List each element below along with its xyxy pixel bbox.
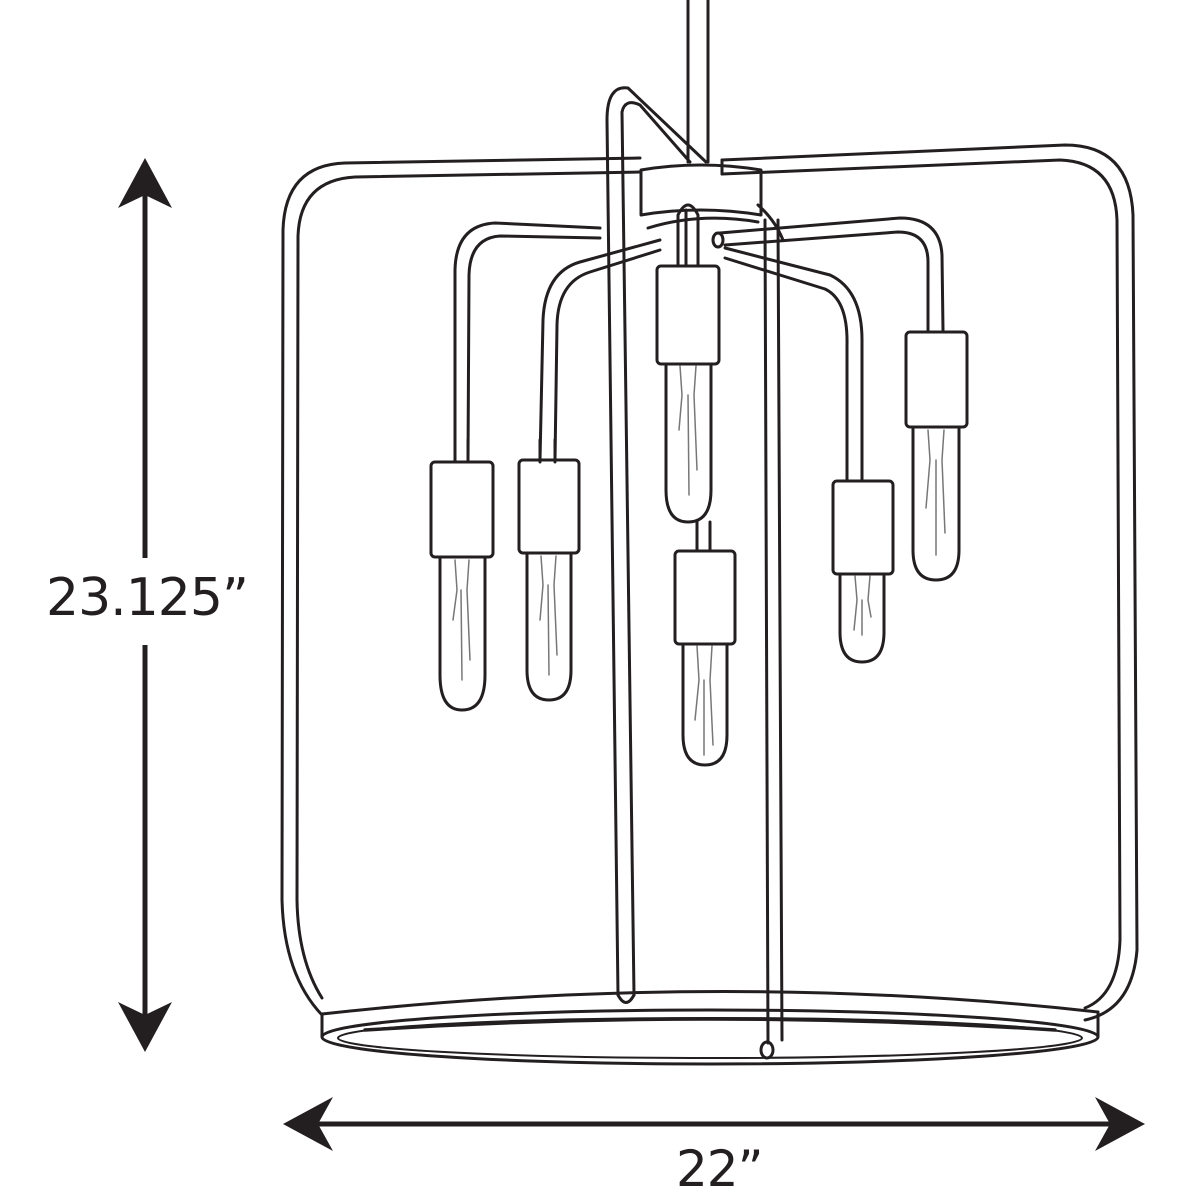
down-rod [686,0,710,164]
height-dimension [118,158,172,1052]
bulb-right-outer [904,330,969,582]
cage-frame [280,143,1139,1022]
bulb-right-inner [831,479,895,664]
bulb-left-outer [429,438,495,712]
width-dimension [283,1097,1145,1151]
arrow-up-icon [118,158,172,208]
inner-arms [538,231,864,482]
rear-rod [759,218,784,1060]
base-ring [320,990,1100,1066]
arrow-right-icon [1095,1097,1145,1151]
arrow-down-icon [118,1002,172,1052]
height-dimension-label: 23.125” [44,568,250,628]
bulb-center-upper [655,264,721,524]
front-bent-tube [605,86,708,1004]
width-dimension-label: 22” [676,1140,764,1198]
outer-arms [453,216,945,462]
center-hook-tube [676,203,700,267]
arrow-left-icon [283,1097,333,1151]
bulb-center-lower [673,520,737,767]
canopy-hub [639,163,785,242]
bulb-left-inner [517,438,581,702]
